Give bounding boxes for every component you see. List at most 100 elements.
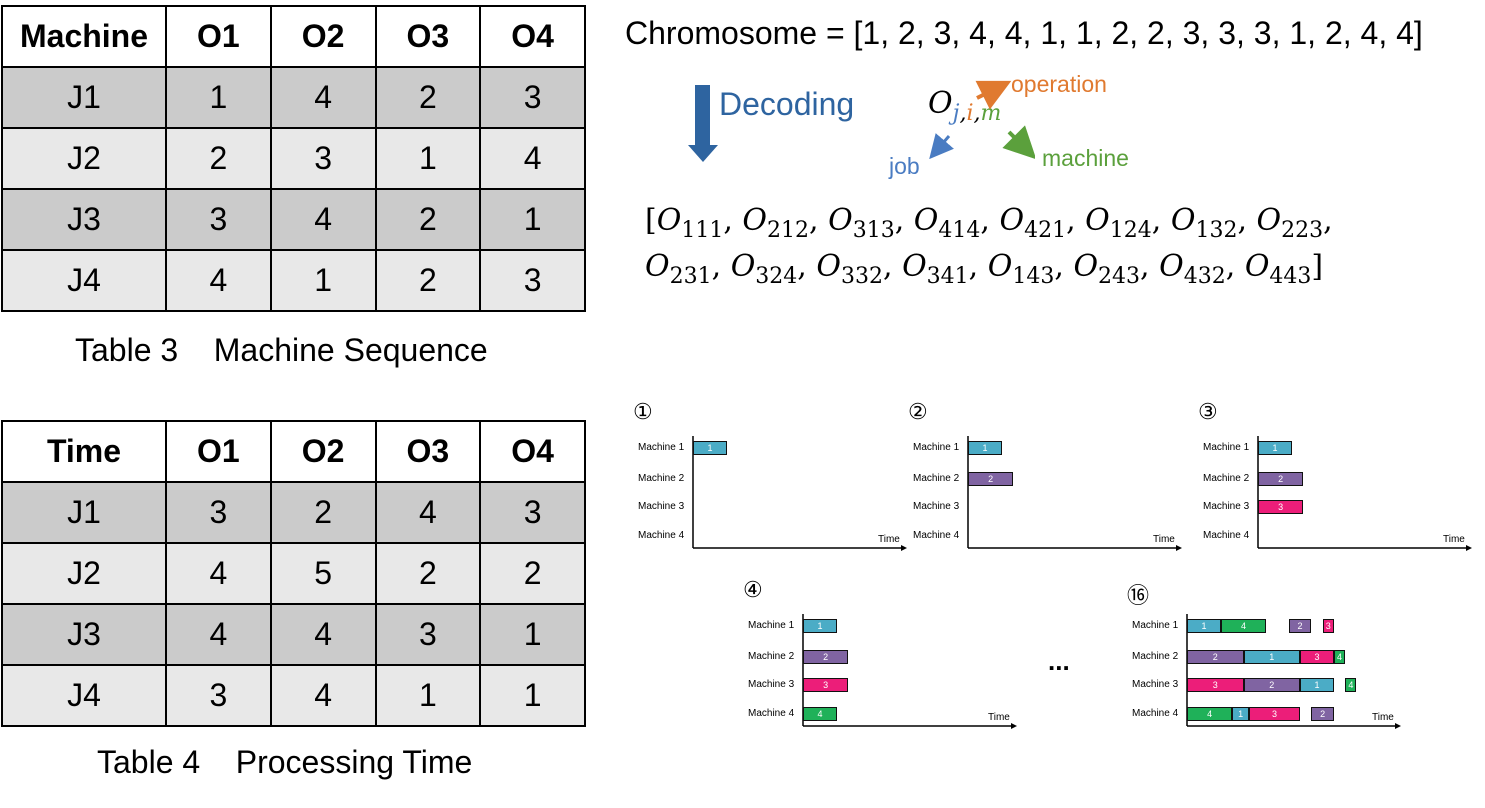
- decoded-operation: O313: [828, 203, 895, 243]
- machine-label: Machine 1: [638, 442, 685, 453]
- table-header-cell: O2: [269, 420, 377, 483]
- table-cell: 2: [374, 66, 482, 129]
- gantt-bar: 2: [1187, 650, 1244, 664]
- decoded-operation: O324: [730, 249, 798, 289]
- table-cell: 2: [374, 249, 482, 312]
- table-cell: 1: [165, 66, 272, 129]
- decoded-sequence-line-1: [O111, O212, O313, O414, O421, O124, O13…: [645, 203, 1333, 243]
- chromosome-text: Chromosome = [1, 2, 3, 4, 4, 1, 1, 2, 2,…: [625, 15, 1423, 51]
- table-cell: J1: [1, 66, 167, 129]
- decoded-operation: O341: [902, 249, 969, 289]
- table-cell: 4: [269, 66, 377, 129]
- machine-label: Machine 3: [1203, 501, 1250, 512]
- gantt-axes: [1257, 436, 1472, 551]
- table-cell: 1: [374, 127, 482, 190]
- table-cell: 4: [269, 188, 377, 251]
- decoded-operation: O332: [816, 249, 883, 289]
- machine-label: Machine 3: [638, 501, 685, 512]
- gantt-bar: 1: [1258, 441, 1292, 455]
- gantt-bar: 1: [1232, 707, 1250, 721]
- table-header-cell: O4: [479, 5, 586, 68]
- gantt-bar: 1: [1300, 678, 1334, 692]
- machine-label: Machine 1: [913, 442, 960, 453]
- table4-caption: Table 4 Processing Time: [97, 744, 473, 780]
- table-cell: 4: [374, 481, 482, 544]
- step-number: ①: [633, 400, 653, 425]
- table-cell: 5: [269, 542, 377, 605]
- decoded-operation: O111: [656, 203, 724, 243]
- table-cell: 3: [479, 66, 586, 129]
- step-number: ⑯: [1127, 584, 1150, 609]
- table-cell: 1: [269, 249, 377, 312]
- machine-label: Machine 2: [1203, 473, 1250, 484]
- gantt-bar: 2: [1311, 707, 1334, 721]
- table-cell: 3: [165, 664, 272, 727]
- table-row: J2 2 3 1 4: [1, 127, 586, 190]
- table-row: J3 3 4 2 1: [1, 188, 586, 251]
- table-header-cell: Time: [1, 420, 167, 483]
- machine-label: Machine 1: [1203, 442, 1250, 453]
- machine-label: Machine 3: [1132, 679, 1179, 690]
- symbol-job-index: j: [952, 101, 960, 126]
- decoded-operation: O124: [1085, 203, 1152, 243]
- time-axis-label: Time: [988, 712, 1010, 723]
- machine-label: Machine 1: [1132, 620, 1179, 631]
- table-header-cell: O3: [374, 5, 482, 68]
- table-row: J4 3 4 1 1: [1, 664, 586, 727]
- table-cell: 1: [479, 603, 586, 666]
- decoded-operation: O231: [645, 249, 712, 289]
- axis-arrow-icon: [901, 545, 907, 551]
- job-legend-label: job: [889, 153, 920, 179]
- time-axis-label: Time: [1443, 534, 1465, 545]
- axis-arrow-icon: [1176, 545, 1182, 551]
- gantt-bar: 1: [968, 441, 1002, 455]
- decoded-sequence-line-2: O231, O324, O332, O341, O143, O243, O432…: [645, 249, 1324, 289]
- table-header-cell: O4: [479, 420, 586, 483]
- gantt-axes: [692, 436, 907, 551]
- table-cell: 2: [479, 542, 586, 605]
- machine-label: Machine 1: [748, 620, 795, 631]
- table-cell: 4: [269, 603, 377, 666]
- decoded-operation: O421: [999, 203, 1067, 243]
- symbol-operation-index: i: [966, 101, 974, 126]
- step-number: ④: [743, 578, 763, 603]
- machine-sequence-table: Machine O1 O2 O3 O4 J1 1 4 2 3 J2 2 3 1 …: [1, 5, 586, 312]
- table-cell: 3: [479, 481, 586, 544]
- table3-caption: Table 3 Machine Sequence: [75, 332, 488, 368]
- gantt-bar: 3: [1249, 707, 1300, 721]
- table-cell: 2: [374, 188, 482, 251]
- gantt-bar: 1: [1187, 619, 1221, 633]
- table-cell: J4: [1, 664, 167, 727]
- gantt-bar: 4: [1187, 707, 1233, 721]
- gantt-bar: 2: [1243, 678, 1300, 692]
- gantt-bar: 3: [1300, 650, 1334, 664]
- time-axis-label: Time: [1153, 534, 1175, 545]
- machine-label: Machine 4: [1203, 530, 1250, 541]
- operation-legend-label: operation: [1011, 71, 1107, 97]
- table-cell: 3: [479, 249, 586, 312]
- gantt-bar: 1: [803, 619, 837, 633]
- machine-legend-label: machine: [1042, 145, 1129, 171]
- decoded-operation: O432: [1159, 249, 1226, 289]
- gantt-bar: 3: [1322, 619, 1334, 633]
- table-cell: 2: [165, 127, 272, 190]
- gantt-bar: 1: [1243, 650, 1300, 664]
- machine-label: Machine 3: [913, 501, 960, 512]
- decoded-operation: O223: [1256, 203, 1324, 243]
- decoding-label: Decoding: [719, 86, 855, 122]
- table-header-cell: O1: [165, 5, 272, 68]
- gantt-bar: 2: [803, 650, 849, 664]
- time-axis-label: Time: [878, 534, 900, 545]
- table-row: J4 4 1 2 3: [1, 249, 586, 312]
- table-cell: 3: [165, 481, 272, 544]
- table-cell: J4: [1, 249, 167, 312]
- table-cell: 4: [479, 127, 586, 190]
- gantt-axes: [802, 614, 1017, 729]
- table-cell: 4: [165, 542, 272, 605]
- table-cell: 3: [165, 188, 272, 251]
- ellipsis: ...: [1048, 646, 1070, 676]
- gantt-bar: 4: [1333, 650, 1346, 664]
- table-cell: J1: [1, 481, 167, 544]
